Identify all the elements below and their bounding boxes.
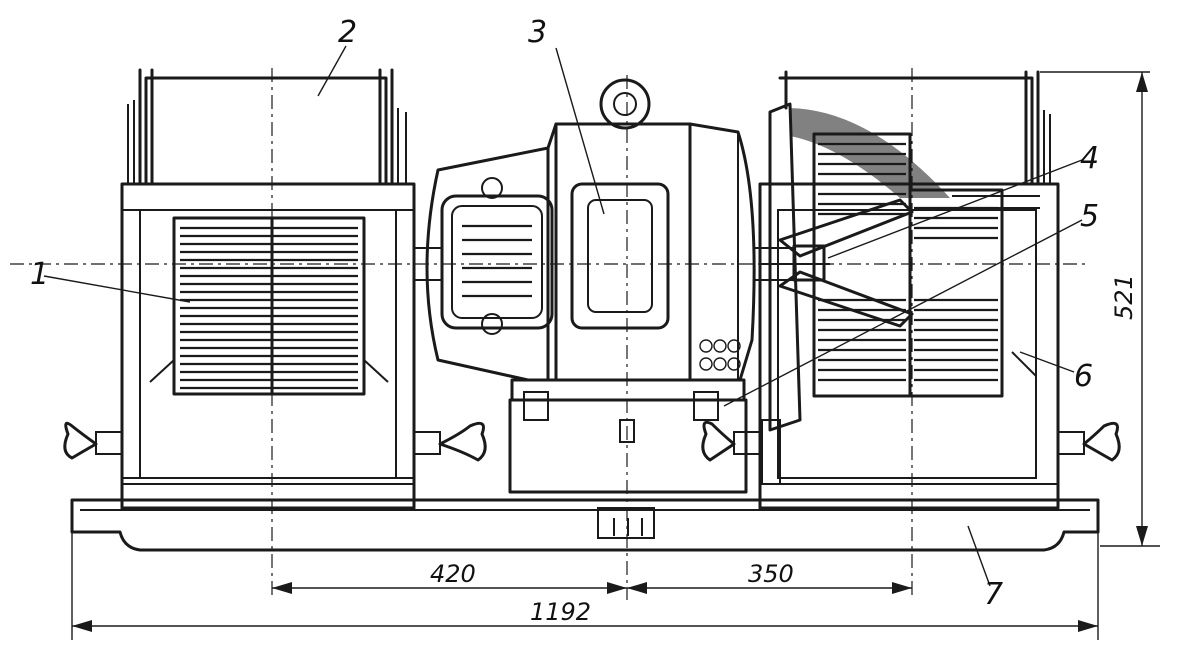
wing-nut-right-inner	[701, 420, 761, 462]
left-drum-assembly	[120, 68, 416, 510]
dimension-521: 521	[1110, 274, 1138, 320]
electric-motor	[413, 78, 795, 494]
label-5: 5	[1080, 199, 1099, 234]
center-lines	[10, 68, 1090, 600]
label-2: 2	[338, 15, 357, 50]
label-3: 3	[528, 15, 547, 50]
dimension-350: 350	[748, 560, 794, 588]
wing-nut-left-inner	[413, 421, 487, 462]
dimension-420: 420	[430, 560, 476, 588]
right-drum-assembly	[758, 70, 1060, 510]
label-1: 1	[30, 257, 49, 292]
wing-nut-right-outer	[1057, 421, 1121, 462]
label-6: 6	[1074, 359, 1093, 394]
dimension-1192: 1192	[530, 598, 591, 626]
label-4: 4	[1080, 141, 1099, 176]
wing-nut-left-outer	[63, 421, 123, 460]
label-7: 7	[984, 577, 1003, 612]
left-coil-winding	[180, 226, 358, 390]
base-frame	[70, 498, 1100, 552]
leader-lines	[43, 45, 1083, 587]
dimension-lines	[71, 71, 1160, 640]
